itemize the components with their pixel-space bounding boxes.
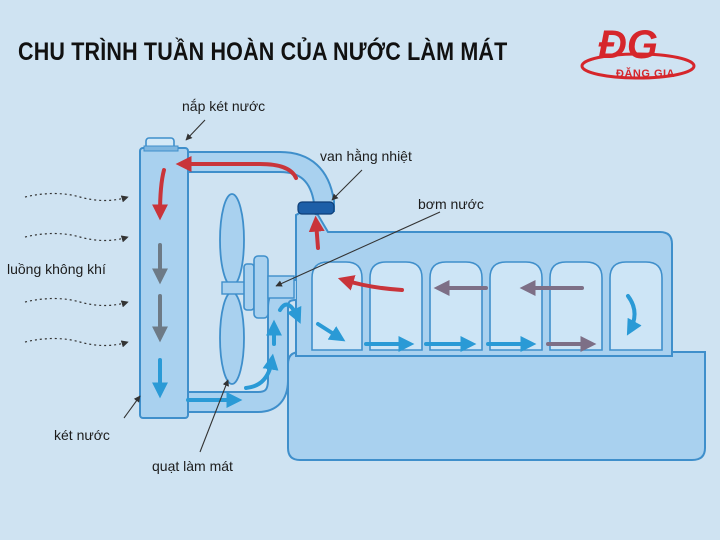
arrow-cool-cylinder-diag <box>316 322 346 342</box>
arrow-hot-thermostat <box>308 215 325 250</box>
upper-hose-fill <box>185 153 333 212</box>
dang-gia-logo: ĐG ĐẶNG GIA <box>580 23 696 80</box>
airflow-arrows <box>24 192 129 348</box>
cooling-fan <box>219 193 295 385</box>
label-water-pump: bơm nước <box>418 196 484 212</box>
flow-arrows <box>152 156 642 408</box>
label-airflow: luồng không khí <box>7 261 106 277</box>
label-radiator-cap: nắp két nước <box>182 98 265 114</box>
arrow-hot-top-3 <box>337 275 404 292</box>
arrow-cool-pump-curve <box>278 302 302 324</box>
logo-name: ĐẶNG GIA <box>616 67 675 80</box>
page-title: CHU TRÌNH TUẦN HOÀN CỦA NƯỚC LÀM MÁT <box>18 38 508 66</box>
label-cooling-fan: quạt làm mát <box>152 458 233 474</box>
logo-swoosh <box>580 52 696 80</box>
radiator-cap-base <box>143 145 179 152</box>
arrow-hot-radiator-top <box>152 168 169 221</box>
label-radiator: két nước <box>54 427 110 443</box>
arrow-hot-upper-hose <box>175 156 298 180</box>
logo-swoosh-inner <box>585 56 691 76</box>
leader-lines <box>123 119 441 453</box>
arrow-cool-return-curve <box>626 294 642 336</box>
thermostat-valve <box>297 201 335 215</box>
radiator-body <box>139 147 189 419</box>
arrow-cool-lower-hose-2 <box>244 353 279 390</box>
logo-mark: ĐG <box>598 23 658 67</box>
label-thermostat: van hằng nhiệt <box>320 148 412 164</box>
engine-lower-block <box>287 351 706 461</box>
